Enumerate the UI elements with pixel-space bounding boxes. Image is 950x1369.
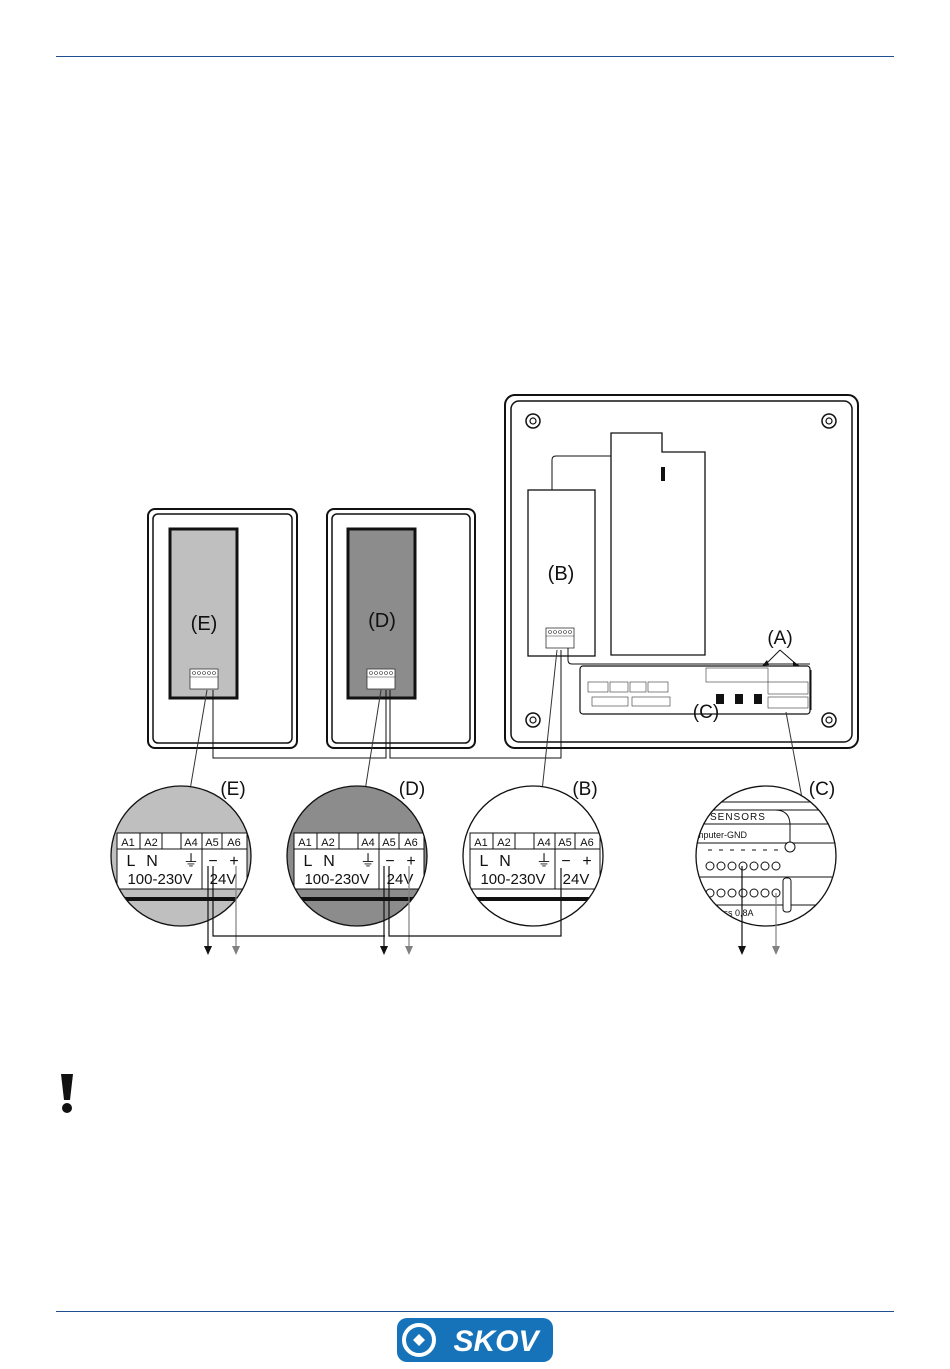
screw-icon <box>822 713 836 727</box>
svg-text:A2: A2 <box>497 837 510 849</box>
svg-text:A6: A6 <box>580 837 593 849</box>
svg-text:A5: A5 <box>558 837 571 849</box>
panel-label-b: (B) <box>548 563 575 585</box>
svg-text:A1: A1 <box>121 837 134 849</box>
svg-text:⏚: ⏚ <box>536 852 552 870</box>
svg-text:L: L <box>127 853 136 870</box>
cabinet-d: (D) <box>327 509 475 748</box>
svg-text:A6: A6 <box>227 837 240 849</box>
screw-icon <box>526 414 540 428</box>
screw-icon <box>822 414 836 428</box>
svg-text:A5: A5 <box>205 837 218 849</box>
svg-text:A4: A4 <box>537 837 550 849</box>
svg-text:A5: A5 <box>382 837 395 849</box>
svg-text:100-230V: 100-230V <box>304 871 369 888</box>
svg-text:N: N <box>146 853 158 870</box>
svg-text:A2: A2 <box>144 837 157 849</box>
callout-label-d: (D) <box>399 779 425 800</box>
exclamation-icon <box>56 1072 78 1114</box>
svg-text:A4: A4 <box>184 837 197 849</box>
svg-text:N: N <box>499 853 511 870</box>
screw-icon <box>526 713 540 727</box>
callout-c: SENSORS mputer-GND <box>690 779 850 926</box>
svg-text:N: N <box>323 853 335 870</box>
svg-text:A1: A1 <box>474 837 487 849</box>
panel-label-a: (A) <box>767 628 792 649</box>
callout-label-c: (C) <box>809 779 835 800</box>
svg-text:+: + <box>582 853 591 870</box>
svg-text:L: L <box>304 853 313 870</box>
controller-cabinet: (B) (C) (A) <box>505 395 858 748</box>
panel-label-d: (D) <box>368 610 396 632</box>
svg-text:100-230V: 100-230V <box>127 871 192 888</box>
svg-text:A2: A2 <box>321 837 334 849</box>
wire-arrow-icon <box>204 946 780 955</box>
panel-label-c: (C) <box>693 702 719 723</box>
svg-text:L: L <box>480 853 489 870</box>
svg-text:SENSORS: SENSORS <box>710 812 766 823</box>
svg-text:100-230V: 100-230V <box>480 871 545 888</box>
main-board <box>611 433 705 655</box>
svg-text:A6: A6 <box>404 837 417 849</box>
svg-text:−: − <box>385 853 394 870</box>
callout-label-e: (E) <box>220 779 245 800</box>
svg-text:mputer-GND: mputer-GND <box>696 830 748 840</box>
footer-rule <box>56 1311 894 1312</box>
brand-name: SKOV <box>453 1325 541 1358</box>
panel-label-e: (E) <box>191 613 218 635</box>
svg-text:24V: 24V <box>563 871 590 888</box>
svg-text:+: + <box>406 853 415 870</box>
callout-d: A1 A2 A4 A5 A6 L N ⏚ − + 100-230V 24V (D… <box>287 779 427 926</box>
skov-logo: SKOV <box>396 1317 554 1363</box>
svg-text:A4: A4 <box>361 837 374 849</box>
svg-text:+: + <box>229 853 238 870</box>
svg-text:A1: A1 <box>298 837 311 849</box>
svg-text:⏚: ⏚ <box>183 852 199 870</box>
callout-label-b: (B) <box>572 779 597 800</box>
cabinet-e: (E) <box>148 509 297 748</box>
callout-b: A1 A2 A4 A5 A6 L N ⏚ − + 100-230V 24V (B… <box>463 779 603 926</box>
svg-text:−: − <box>561 853 570 870</box>
svg-text:24V: 24V <box>210 871 237 888</box>
svg-text:⏚: ⏚ <box>360 852 376 870</box>
callout-e: A1 A2 A4 A5 A6 L N ⏚ − + 100-230V 24V (E… <box>111 779 251 926</box>
